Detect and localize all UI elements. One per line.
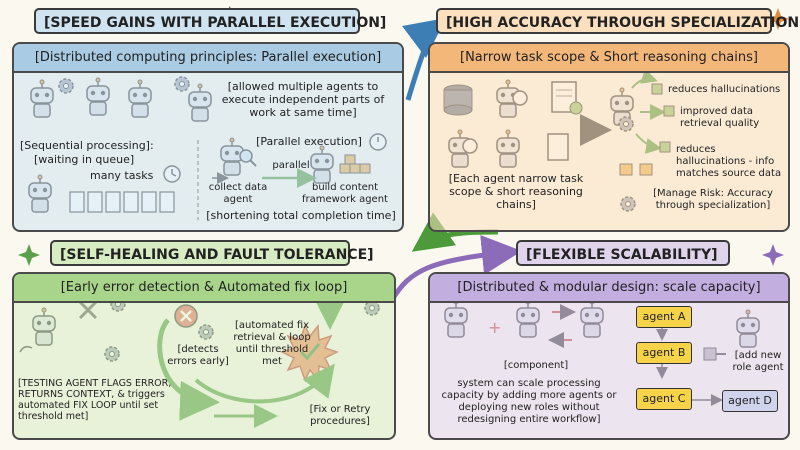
accuracy-panel-title: [Narrow task scope & Short reasoning cha… bbox=[430, 44, 788, 73]
component-text: [component] bbox=[503, 360, 569, 371]
waiting-in-queue-text: [waiting in queue] bbox=[34, 153, 135, 166]
scalability-panel: [Distributed & modular design: scale cap… bbox=[428, 272, 790, 440]
scalability-panel-title: [Distributed & modular design: scale cap… bbox=[430, 274, 788, 303]
healing-panel-title: [Early error detection & Automated fix l… bbox=[14, 274, 394, 303]
reduces-hallucinations-info-text: reduces hallucinations - info matches so… bbox=[676, 144, 782, 179]
fix-or-retry-text: [Fix or Retry procedures] bbox=[309, 404, 371, 427]
each-agent-text: [Each agent narrow task scope & short re… bbox=[448, 172, 584, 211]
accuracy-panel: [Narrow task scope & Short reasoning cha… bbox=[428, 42, 790, 232]
parallel-execution-text: [Parallel execution] bbox=[256, 135, 362, 148]
speed-section-title: [SPEED GAINS WITH PARALLEL EXECUTION] bbox=[34, 8, 386, 34]
collect-data-agent-label: collect data agent bbox=[208, 182, 268, 205]
system-scale-text: system can scale processing capacity by … bbox=[441, 378, 617, 425]
manage-risk-text: [Manage Risk: Accuracy through specializ… bbox=[653, 188, 773, 211]
multi-agents-text: [allowed multiple agents to execute inde… bbox=[221, 80, 385, 119]
many-tasks-text: many tasks bbox=[90, 169, 154, 182]
speed-panel: [Distributed computing principles: Paral… bbox=[12, 42, 404, 232]
agent-c-box: agent C bbox=[636, 388, 692, 410]
sequential-processing-text: [Sequential processing]: bbox=[20, 139, 154, 152]
accuracy-section-title: [HIGH ACCURACY THROUGH SPECIALIZATION] bbox=[436, 8, 800, 34]
healing-panel: [Early error detection & Automated fix l… bbox=[12, 272, 396, 440]
improved-retrieval-text: improved data retrieval quality bbox=[680, 106, 760, 129]
automated-fix-text: [automated fix retrieval & loop until th… bbox=[233, 320, 311, 367]
detects-errors-text: [detects errors early] bbox=[167, 344, 229, 367]
testing-agent-text: [TESTING AGENT FLAGS ERROR, RETURNS CONT… bbox=[18, 378, 172, 422]
reduces-hallucinations-text: reduces hallucinations bbox=[668, 84, 781, 95]
shortening-time-text: [shortening total completion time] bbox=[206, 209, 396, 222]
scalability-section-title: [FLEXIBLE SCALABILITY] bbox=[516, 240, 730, 266]
add-new-role-text: [add new role agent bbox=[732, 350, 784, 373]
healing-section-title: [SELF-HEALING AND FAULT TOLERANCE] bbox=[50, 240, 374, 266]
agent-b-box: agent B bbox=[636, 342, 692, 364]
agent-d-box: agent D bbox=[722, 390, 778, 412]
parallel-label: parallel bbox=[272, 160, 310, 171]
build-content-agent-label: build content framework agent bbox=[302, 182, 388, 205]
agent-a-box: agent A bbox=[636, 306, 692, 328]
speed-panel-title: [Distributed computing principles: Paral… bbox=[14, 44, 402, 73]
